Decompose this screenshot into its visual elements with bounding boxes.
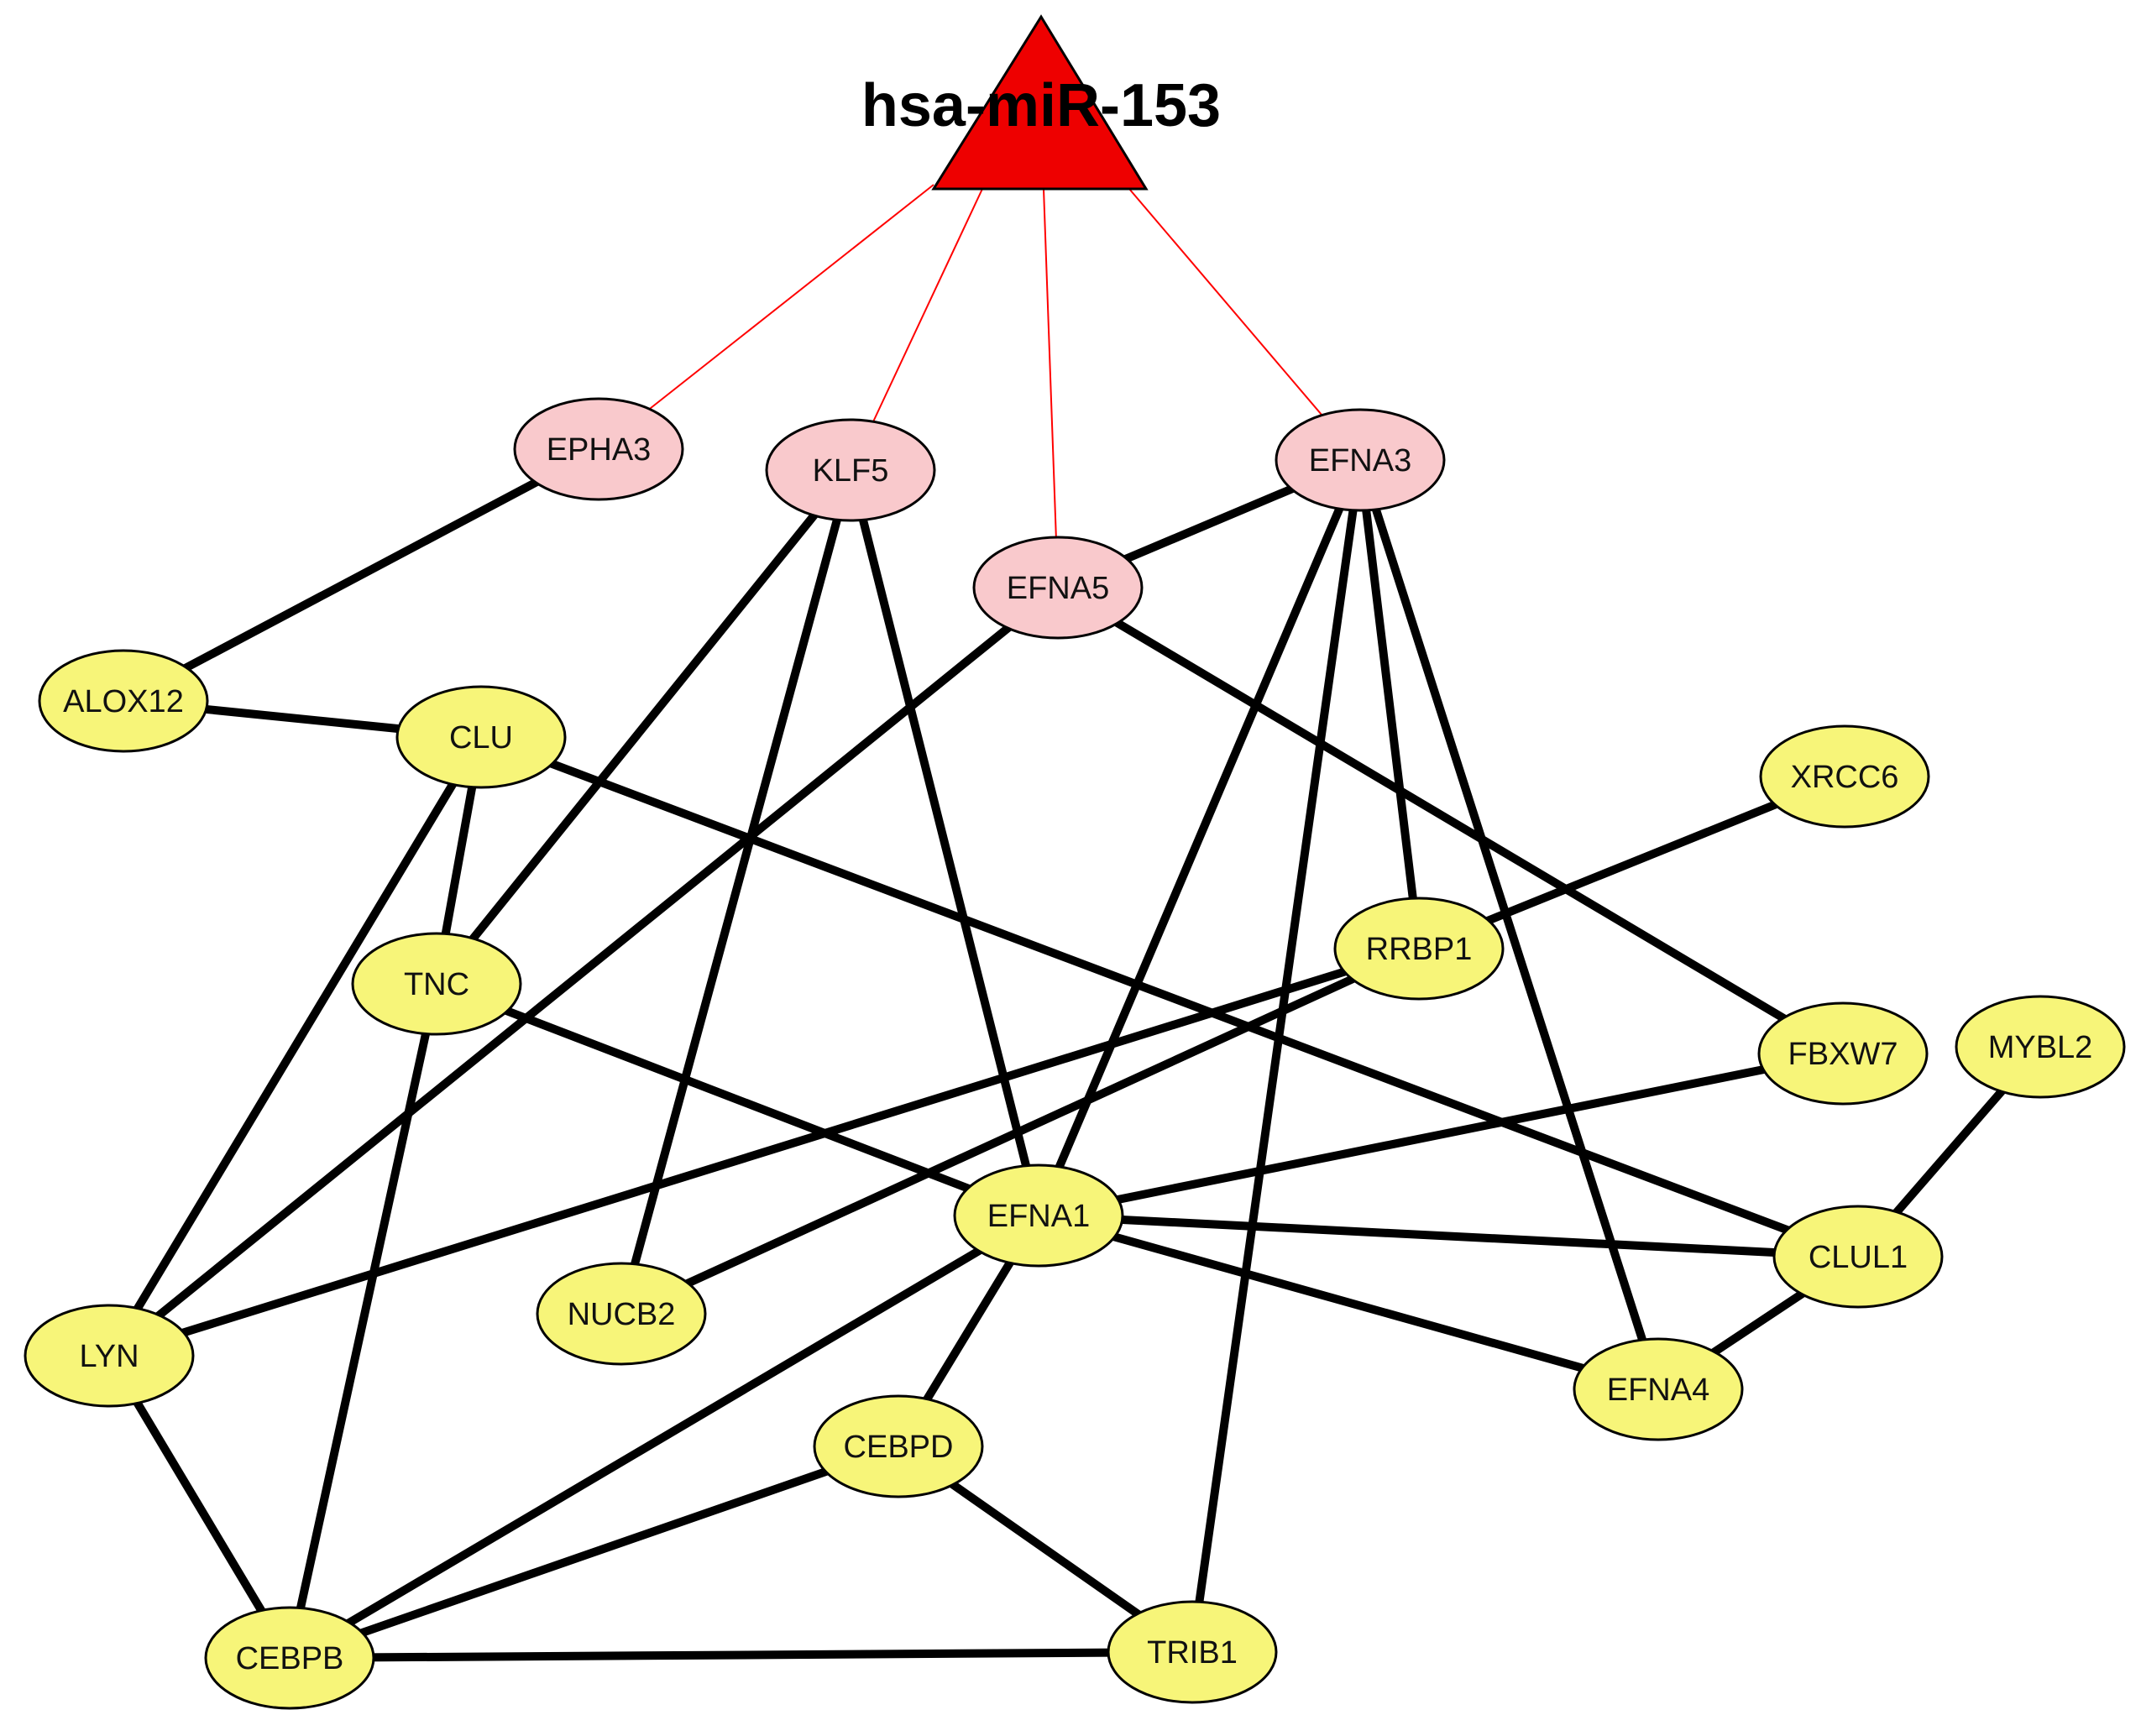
edge-clu-lyn <box>105 733 485 1360</box>
node-label-efna3: EFNA3 <box>1309 443 1411 478</box>
node-klf5: KLF5 <box>765 418 936 522</box>
edge-efna3-rrbp1 <box>1356 456 1423 953</box>
node-label-fbxw7: FBXW7 <box>1788 1037 1898 1072</box>
node-rrbp1: RRBP1 <box>1333 897 1505 1001</box>
edge-klf5-efna1 <box>846 466 1043 1220</box>
node-label-efna5: EFNA5 <box>1007 571 1109 606</box>
edge-efna1-efna4 <box>1034 1211 1662 1394</box>
node-alox12: ALOX12 <box>38 649 209 753</box>
node-efna4: EFNA4 <box>1573 1337 1744 1441</box>
node-ellipse-klf5 <box>765 418 936 522</box>
mirna-target-edges <box>648 184 1323 538</box>
node-ellipse-xrcc6 <box>1759 724 1930 829</box>
node-label-klf5: KLF5 <box>813 453 889 489</box>
edge-lyn-cebpb <box>105 1352 294 1662</box>
node-tnc: TNC <box>351 932 522 1036</box>
node-label-xrcc6: XRCC6 <box>1791 760 1899 795</box>
node-label-epha3: EPHA3 <box>547 432 652 468</box>
node-ellipse-trib1 <box>1107 1600 1278 1704</box>
edge-mir153-klf5 <box>872 188 983 422</box>
node-ellipse-efna4 <box>1573 1337 1744 1441</box>
edge-fbxw7-efna1 <box>1034 1049 1847 1220</box>
node-nucb2: NUCB2 <box>536 1262 707 1366</box>
edge-cebpd-cebpb <box>285 1442 903 1662</box>
edge-tnc-efna1 <box>432 980 1043 1220</box>
node-cebpd: CEBPD <box>813 1394 984 1498</box>
node-trib1: TRIB1 <box>1107 1600 1278 1704</box>
edge-xrcc6-rrbp1 <box>1415 772 1849 953</box>
edge-rrbp1-lyn <box>105 944 1423 1360</box>
mirna-label: hsa-miR-153 <box>861 72 1221 139</box>
edge-klf5-tnc <box>432 466 855 988</box>
node-xrcc6: XRCC6 <box>1759 724 1930 829</box>
edge-mir153-efna3 <box>1128 188 1323 416</box>
edge-epha3-alox12 <box>119 445 603 705</box>
mirna-node: hsa-miR-153 <box>861 14 1221 191</box>
node-ellipse-fbxw7 <box>1757 1001 1929 1106</box>
node-label-mybl2: MYBL2 <box>1988 1030 2093 1065</box>
node-mybl2: MYBL2 <box>1955 995 2126 1099</box>
node-ellipse-nucb2 <box>536 1262 707 1366</box>
node-label-rrbp1: RRBP1 <box>1366 932 1473 967</box>
edge-mir153-epha3 <box>648 184 934 410</box>
node-clul1: CLUL1 <box>1772 1205 1944 1309</box>
node-ellipse-cebpb <box>204 1606 375 1710</box>
edge-rrbp1-nucb2 <box>617 944 1423 1318</box>
edge-efna5-fbxw7 <box>1054 583 1847 1058</box>
edge-efna3-trib1 <box>1188 456 1364 1656</box>
node-label-clu: CLU <box>449 720 513 756</box>
node-label-lyn: LYN <box>79 1339 139 1374</box>
node-cebpb: CEBPB <box>204 1606 375 1710</box>
node-ellipse-tnc <box>351 932 522 1036</box>
node-ellipse-lyn <box>24 1304 195 1408</box>
edge-efna5-lyn <box>105 583 1062 1360</box>
node-ellipse-efna1 <box>953 1163 1124 1268</box>
edge-cebpb-trib1 <box>285 1648 1196 1662</box>
edge-efna3-efna1 <box>1034 456 1364 1220</box>
node-ellipse-efna3 <box>1275 408 1446 512</box>
node-ellipse-epha3 <box>513 397 684 501</box>
node-label-alox12: ALOX12 <box>63 684 184 719</box>
edge-efna1-clul1 <box>1034 1211 1862 1261</box>
edge-tnc-cebpb <box>285 980 441 1662</box>
edge-mir153-efna5 <box>1043 188 1057 538</box>
edge-efna3-efna4 <box>1356 456 1662 1394</box>
node-ellipse-clu <box>395 685 567 789</box>
node-label-cebpb: CEBPB <box>236 1641 344 1676</box>
node-epha3: EPHA3 <box>513 397 684 501</box>
node-label-cebpd: CEBPD <box>844 1430 954 1465</box>
node-efna1: EFNA1 <box>953 1163 1124 1268</box>
node-fbxw7: FBXW7 <box>1757 1001 1929 1106</box>
node-ellipse-rrbp1 <box>1333 897 1505 1001</box>
node-ellipse-efna5 <box>972 536 1144 640</box>
node-efna5: EFNA5 <box>972 536 1144 640</box>
node-label-tnc: TNC <box>404 967 469 1002</box>
node-efna3: EFNA3 <box>1275 408 1446 512</box>
node-label-efna1: EFNA1 <box>987 1199 1090 1234</box>
edge-clu-clul1 <box>477 733 1862 1261</box>
node-label-nucb2: NUCB2 <box>568 1297 676 1332</box>
node-lyn: LYN <box>24 1304 195 1408</box>
node-ellipse-cebpd <box>813 1394 984 1498</box>
node-label-trib1: TRIB1 <box>1147 1635 1238 1671</box>
node-ellipse-clul1 <box>1772 1205 1944 1309</box>
mirna-triangle <box>931 14 1149 191</box>
node-clu: CLU <box>395 685 567 789</box>
node-ellipse-mybl2 <box>1955 995 2126 1099</box>
node-ellipse-alox12 <box>38 649 209 753</box>
edge-efna1-cebpb <box>285 1211 1043 1662</box>
node-label-efna4: EFNA4 <box>1607 1373 1709 1408</box>
node-label-clul1: CLUL1 <box>1809 1240 1908 1275</box>
edge-klf5-nucb2 <box>617 466 855 1318</box>
